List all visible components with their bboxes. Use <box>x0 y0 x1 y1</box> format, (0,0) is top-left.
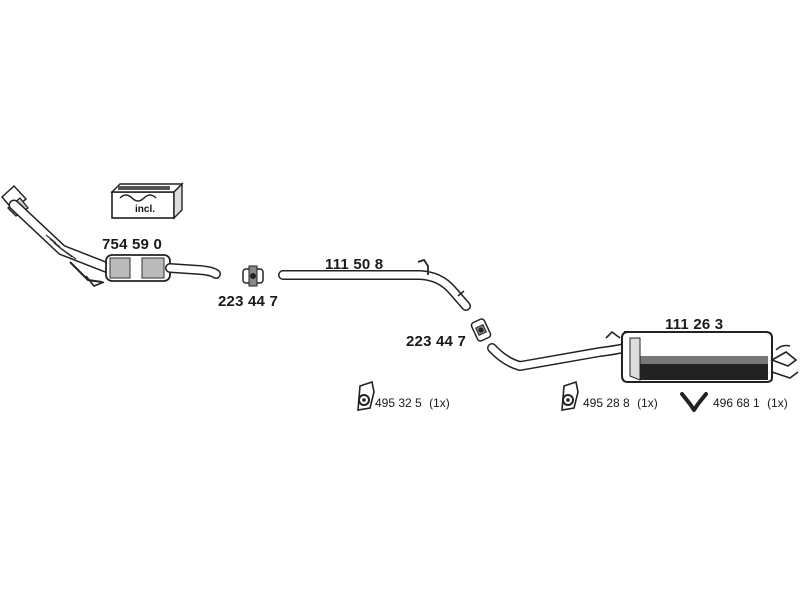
clamp-1-part-number: 223 44 7 <box>218 293 278 310</box>
hanger-2-qty: (1x) <box>637 396 658 410</box>
hanger-3-label: 496 68 1 (1x) <box>713 396 788 410</box>
clamp-2-part-number: 223 44 7 <box>406 333 466 350</box>
front-pipe-catalyst <box>0 184 221 287</box>
hanger-3-qty: (1x) <box>767 396 788 410</box>
rear-silencer <box>487 330 799 383</box>
hanger-1-label: 495 32 5 (1x) <box>375 396 450 410</box>
hanger-2-label: 495 28 8 (1x) <box>583 396 658 410</box>
rubber-hanger-3-icon <box>680 392 708 412</box>
hanger-1-qty: (1x) <box>429 396 450 410</box>
clamp-1-icon <box>242 265 264 287</box>
middle-pipe <box>278 258 471 311</box>
clamp-2-icon <box>470 318 492 342</box>
front-pipe-part-number: 754 59 0 <box>102 236 162 253</box>
hanger-3-part-number: 496 68 1 <box>713 396 760 410</box>
mounting-kit-box-icon: incl. <box>110 182 184 220</box>
rubber-hanger-2-icon <box>561 380 579 411</box>
hanger-2-part-number: 495 28 8 <box>583 396 630 410</box>
rear-silencer-part-number: 111 26 3 <box>665 316 724 333</box>
hanger-1-part-number: 495 32 5 <box>375 396 422 410</box>
rubber-hanger-1-icon <box>357 380 375 411</box>
middle-pipe-part-number: 111 50 8 <box>325 256 384 273</box>
mounting-kit-label: incl. <box>135 204 155 215</box>
